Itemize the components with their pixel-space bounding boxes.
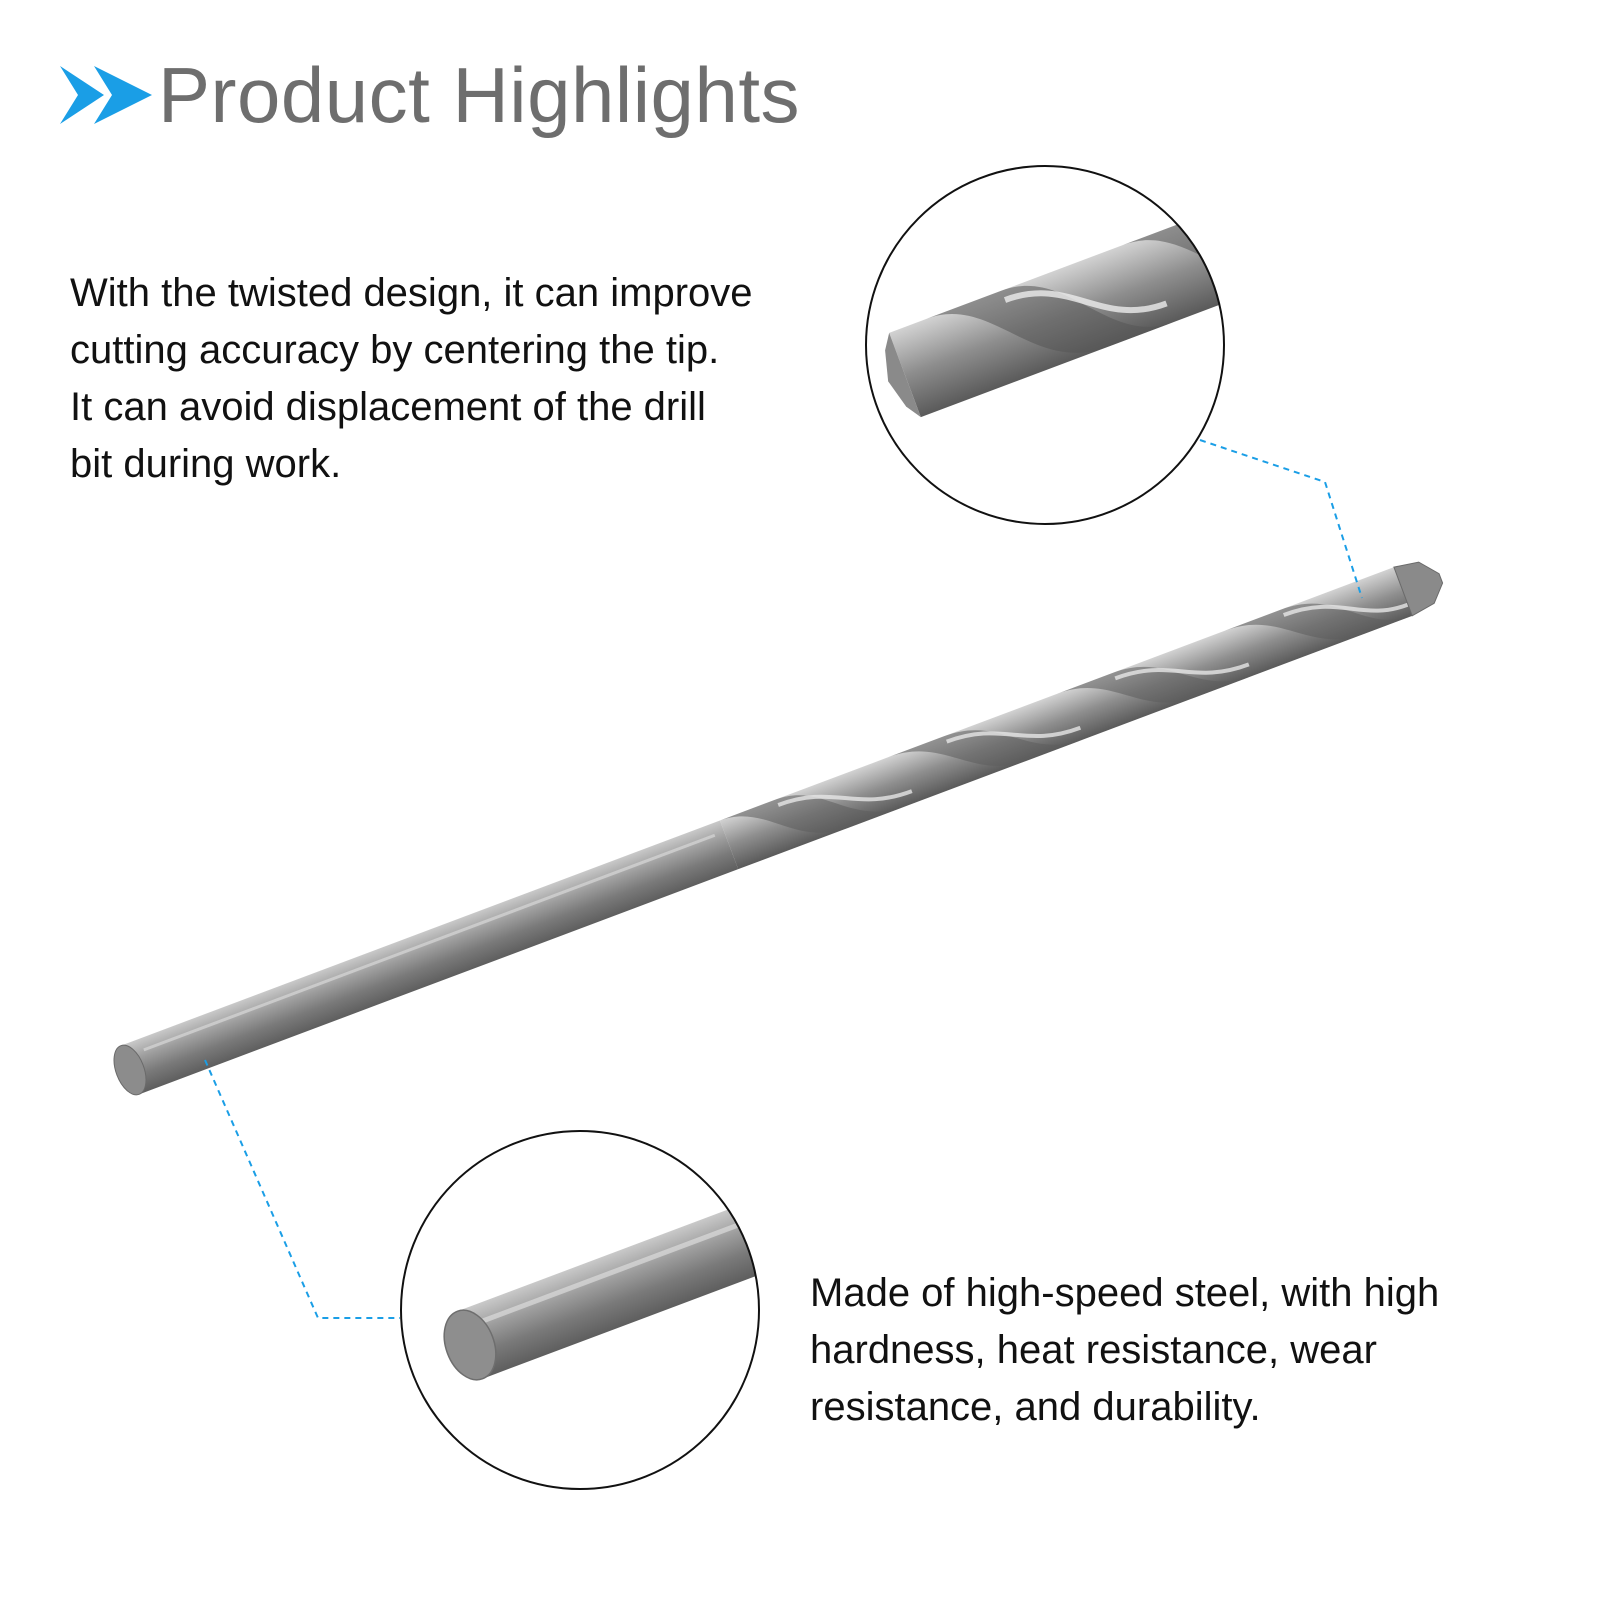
- drill-flutes: [719, 567, 1413, 870]
- shank-magnifier-circle: [400, 1130, 760, 1490]
- double-chevron-right-icon: [60, 66, 152, 124]
- description-line: hardness, heat resistance, wear: [810, 1328, 1377, 1372]
- material-description: Made of high-speed steel, with high hard…: [810, 1265, 1570, 1436]
- page-title: Product Highlights: [158, 51, 800, 139]
- shank-callout-line: [204, 1059, 400, 1319]
- drill-bit: [113, 561, 1444, 1096]
- description-line: It can avoid displacement of the drill: [70, 385, 706, 429]
- drill-tip: [1393, 561, 1444, 617]
- twist-design-description: With the twisted design, it can improve …: [70, 265, 850, 493]
- description-line: bit during work.: [70, 442, 342, 486]
- shank-closeup: [400, 1130, 760, 1490]
- description-line: With the twisted design, it can improve: [70, 271, 753, 315]
- tip-callout-line: [1199, 439, 1363, 599]
- description-line: Made of high-speed steel, with high: [810, 1271, 1440, 1315]
- drill-shank: [120, 820, 739, 1095]
- description-line: cutting accuracy by centering the tip.: [70, 328, 720, 372]
- tip-magnifier-circle: [865, 165, 1225, 525]
- tip-closeup: [865, 165, 1225, 525]
- section-header: Product Highlights: [60, 50, 800, 140]
- shank-end: [113, 1044, 147, 1096]
- description-line: resistance, and durability.: [810, 1385, 1261, 1429]
